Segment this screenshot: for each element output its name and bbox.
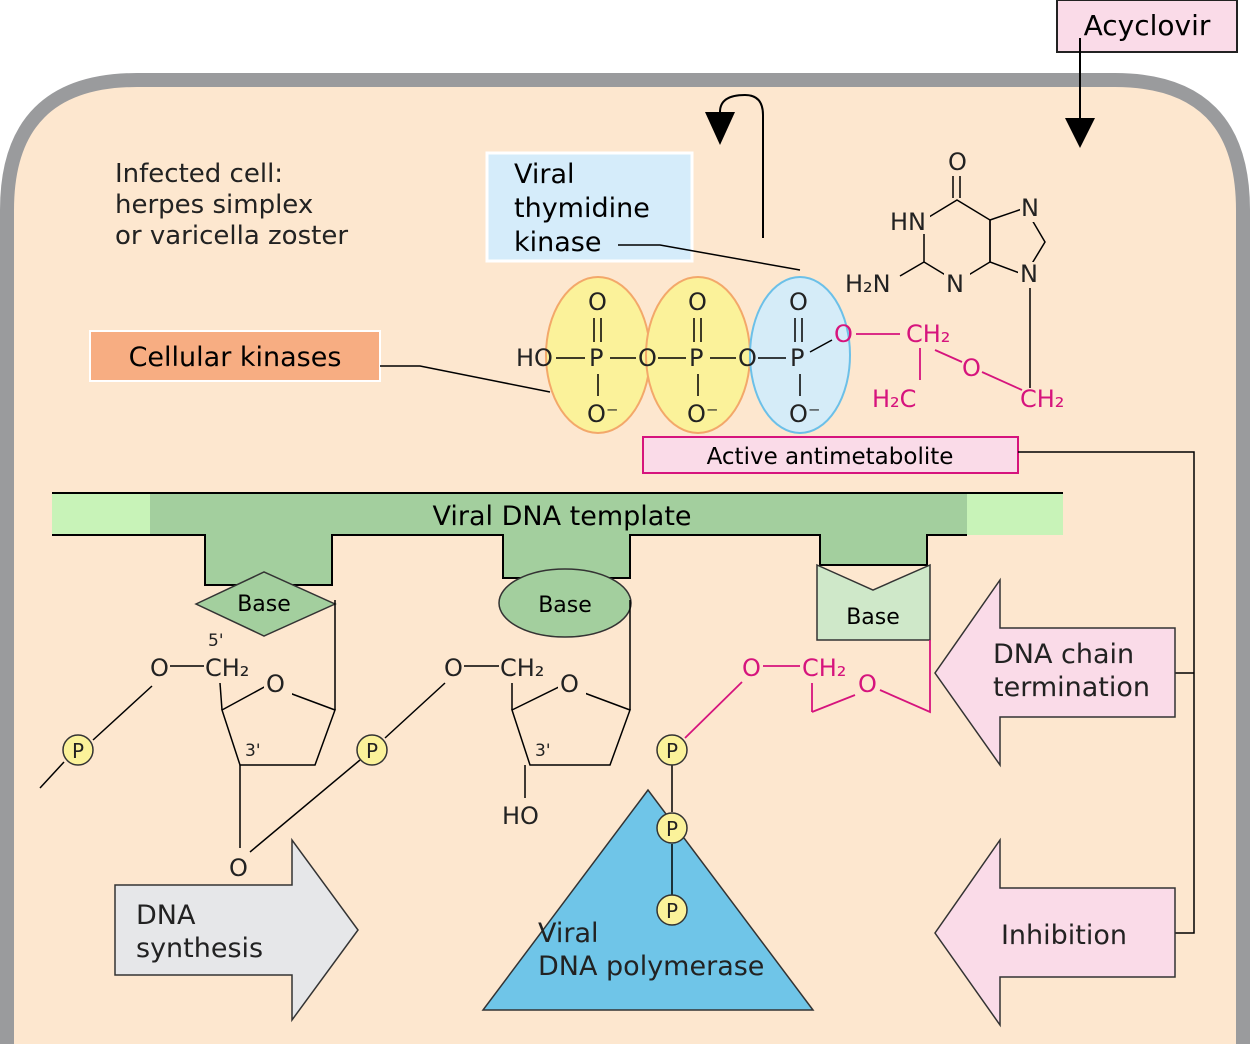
svg-text:O: O: [858, 670, 877, 698]
svg-text:thymidine: thymidine: [514, 193, 650, 224]
dna-chain-termination-arrow: DNA chain termination: [934, 577, 1176, 768]
svg-text:herpes simplex: herpes simplex: [115, 190, 313, 220]
svg-text:3': 3': [535, 741, 551, 761]
svg-text:Base: Base: [237, 592, 291, 617]
incoming-acyclovir-triphosphate: O CH₂ O: [684, 640, 931, 739]
svg-text:CH₂: CH₂: [500, 654, 544, 682]
template-label: Viral DNA template: [432, 501, 691, 532]
triphosphate-chain: HO P O P O P O O O O⁻ O⁻ O⁻: [516, 288, 833, 428]
svg-text:O: O: [560, 670, 579, 698]
svg-text:Viral: Viral: [538, 918, 599, 949]
base-2: Base: [498, 568, 632, 638]
svg-text:O: O: [834, 320, 853, 348]
svg-text:kinase: kinase: [514, 227, 601, 258]
acyclovir-box: Acyclovir: [1056, 0, 1238, 53]
acyclovir-label: Acyclovir: [1084, 9, 1211, 42]
svg-text:synthesis: synthesis: [136, 933, 263, 964]
svg-text:HO: HO: [516, 344, 553, 372]
svg-text:P: P: [366, 739, 378, 763]
svg-text:DNA: DNA: [136, 900, 196, 931]
svg-text:P: P: [72, 739, 84, 763]
svg-text:O⁻: O⁻: [789, 400, 821, 428]
phosphate-ellipse-3: [749, 276, 851, 434]
dna-synthesis-arrow: DNA synthesis: [114, 837, 359, 1023]
svg-text:O: O: [229, 854, 248, 882]
svg-text:CH₂: CH₂: [906, 320, 950, 348]
svg-text:CH₂: CH₂: [205, 654, 249, 682]
svg-text:N: N: [1021, 194, 1039, 222]
svg-text:or varicella zoster: or varicella zoster: [115, 221, 348, 251]
svg-text:CH₂: CH₂: [1020, 385, 1064, 413]
svg-text:termination: termination: [993, 672, 1150, 703]
svg-text:Base: Base: [846, 605, 900, 630]
svg-text:O: O: [588, 288, 607, 316]
svg-text:P: P: [589, 344, 603, 372]
svg-text:DNA chain: DNA chain: [993, 639, 1134, 670]
svg-text:P: P: [666, 739, 678, 763]
infected-cell-label: Infected cell: herpes simplex or varicel…: [115, 159, 348, 251]
svg-text:O: O: [444, 654, 463, 682]
svg-text:O: O: [742, 654, 761, 682]
svg-text:HO: HO: [502, 802, 539, 830]
svg-text:P: P: [790, 344, 804, 372]
svg-text:O: O: [738, 344, 757, 372]
antimetabolite-connector: [1018, 451, 1195, 934]
phosphorylation-curved-arrow: [719, 93, 764, 238]
svg-text:Base: Base: [538, 593, 592, 618]
svg-text:N: N: [946, 270, 964, 298]
tk-pointer-line: [618, 244, 801, 271]
svg-text:O: O: [789, 288, 808, 316]
svg-text:H₂N: H₂N: [845, 270, 891, 298]
svg-text:Infected cell:: Infected cell:: [115, 159, 283, 189]
svg-text:5': 5': [208, 631, 224, 651]
viral-dna-polymerase: Viral DNA polymerase: [481, 788, 815, 1011]
svg-text:DNA polymerase: DNA polymerase: [538, 951, 764, 982]
cellular-kinases-pointer: [380, 365, 551, 393]
svg-text:Active antimetabolite: Active antimetabolite: [707, 444, 954, 470]
nucleotide-1: O CH₂ 5' O 3' O P: [39, 600, 361, 882]
svg-text:Inhibition: Inhibition: [1001, 920, 1127, 951]
viral-dna-template: Viral DNA template: [52, 492, 1063, 586]
polymerase-phosphates: P P P: [656, 734, 688, 926]
active-antimetabolite-box: Active antimetabolite: [642, 436, 1019, 474]
svg-text:3': 3': [245, 741, 261, 761]
svg-text:P: P: [666, 899, 678, 923]
svg-text:Viral: Viral: [514, 159, 575, 190]
nucleotide-2: P O CH₂ O 3' HO: [356, 600, 631, 830]
guanine-structure: O HN N N N H₂N: [845, 148, 1046, 388]
svg-text:P: P: [689, 344, 703, 372]
svg-text:O: O: [688, 288, 707, 316]
svg-text:H₂C: H₂C: [872, 385, 916, 413]
svg-text:O: O: [266, 670, 285, 698]
svg-text:HN: HN: [890, 208, 926, 236]
base-3: Base: [816, 563, 931, 641]
svg-text:O⁻: O⁻: [587, 400, 619, 428]
svg-text:O: O: [638, 344, 657, 372]
svg-text:Cellular kinases: Cellular kinases: [129, 342, 342, 373]
viral-thymidine-kinase-box: Viral thymidine kinase: [485, 151, 694, 263]
svg-text:O: O: [948, 148, 967, 176]
svg-text:O: O: [150, 654, 169, 682]
svg-text:CH₂: CH₂: [802, 654, 846, 682]
svg-text:N: N: [1020, 260, 1038, 288]
svg-text:O⁻: O⁻: [687, 400, 719, 428]
acyclic-side-chain: O CH₂ O H₂C CH₂: [834, 320, 1064, 413]
svg-text:O: O: [962, 354, 981, 382]
cellular-kinases-box: Cellular kinases: [89, 330, 381, 382]
inhibition-arrow: Inhibition: [934, 837, 1176, 1028]
svg-text:P: P: [666, 817, 678, 841]
